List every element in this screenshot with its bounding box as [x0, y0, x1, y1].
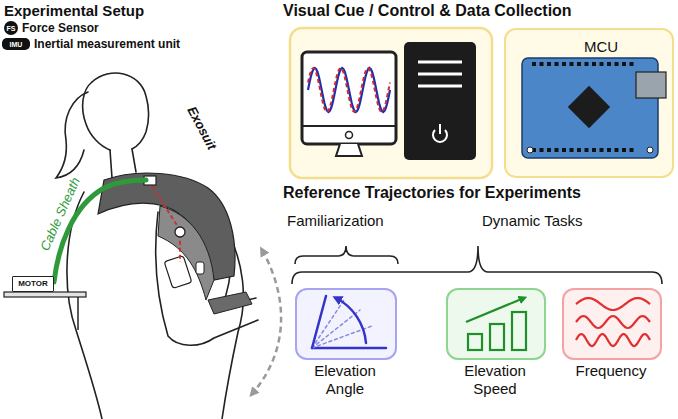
ethernet-port	[636, 72, 666, 98]
imu-icon	[2, 38, 30, 50]
computer-panel	[290, 28, 492, 178]
legend-entry: Force Sensor	[22, 21, 99, 35]
mcu-panel: MCU	[504, 28, 674, 178]
monitor-button	[346, 132, 353, 139]
screen-waves	[308, 68, 390, 112]
icon-text: FS	[7, 25, 16, 32]
trajectory-box: Elevation Speed	[446, 288, 546, 360]
section-heading: Visual Cue / Control & Data Collection	[283, 2, 572, 20]
trajectory-box: Frequency	[562, 288, 662, 360]
part-label: Exosuit	[184, 104, 219, 153]
icon-text: IMU	[10, 41, 23, 48]
box-fill	[446, 288, 546, 360]
arm-anchor	[164, 256, 192, 289]
pin-headers	[532, 62, 634, 152]
power-symbol	[439, 124, 441, 134]
box-fill	[295, 288, 397, 360]
brace	[292, 246, 662, 284]
forearm-brace	[208, 292, 252, 314]
tower-slot	[418, 73, 462, 76]
node-label: MCU	[530, 38, 672, 56]
imu-sensor	[196, 262, 204, 274]
computer-tower	[404, 42, 476, 160]
force-sensor-icon	[4, 21, 18, 35]
angle-icon	[312, 296, 386, 348]
legend-entry: Inertial measurement unit	[34, 37, 180, 51]
mount-hole	[527, 147, 533, 153]
force-sensor	[175, 227, 185, 237]
monitor-bezel	[302, 125, 396, 127]
node-label: MOTOR	[18, 279, 48, 289]
monitor-stand	[336, 144, 362, 156]
motor-box: MOTOR	[12, 276, 54, 292]
tower-slot	[418, 61, 462, 64]
motion-arrow	[252, 250, 281, 394]
table-leg	[77, 297, 79, 330]
brace	[295, 246, 398, 264]
trajectory-box: Elevation Angle	[295, 288, 397, 360]
trajectory-label: Frequency	[562, 362, 660, 380]
speed-icon	[466, 298, 526, 350]
mount-hole	[647, 147, 653, 153]
trajectory-label: Elevation Speed	[446, 362, 544, 398]
tower-slot	[418, 85, 462, 88]
section-heading: Reference Trajectories for Experiments	[283, 184, 581, 202]
monitor	[302, 52, 396, 144]
group-label: Dynamic Tasks	[482, 212, 583, 229]
box-fill	[562, 288, 662, 360]
legend-text: Force Sensor	[22, 21, 99, 35]
group-label: Familiarization	[287, 212, 384, 229]
cable	[152, 186, 180, 262]
exosuit-arm-cuff	[158, 206, 214, 300]
section-heading: Experimental Setup	[4, 2, 144, 19]
frequency-icon	[576, 298, 650, 346]
trajectory-label: Elevation Angle	[295, 362, 395, 398]
legend-text: Inertial measurement unit	[34, 37, 180, 51]
person-outline	[56, 73, 258, 419]
mcu-panel-fill	[504, 28, 674, 178]
mcu-chip	[568, 86, 610, 128]
table	[4, 292, 86, 297]
